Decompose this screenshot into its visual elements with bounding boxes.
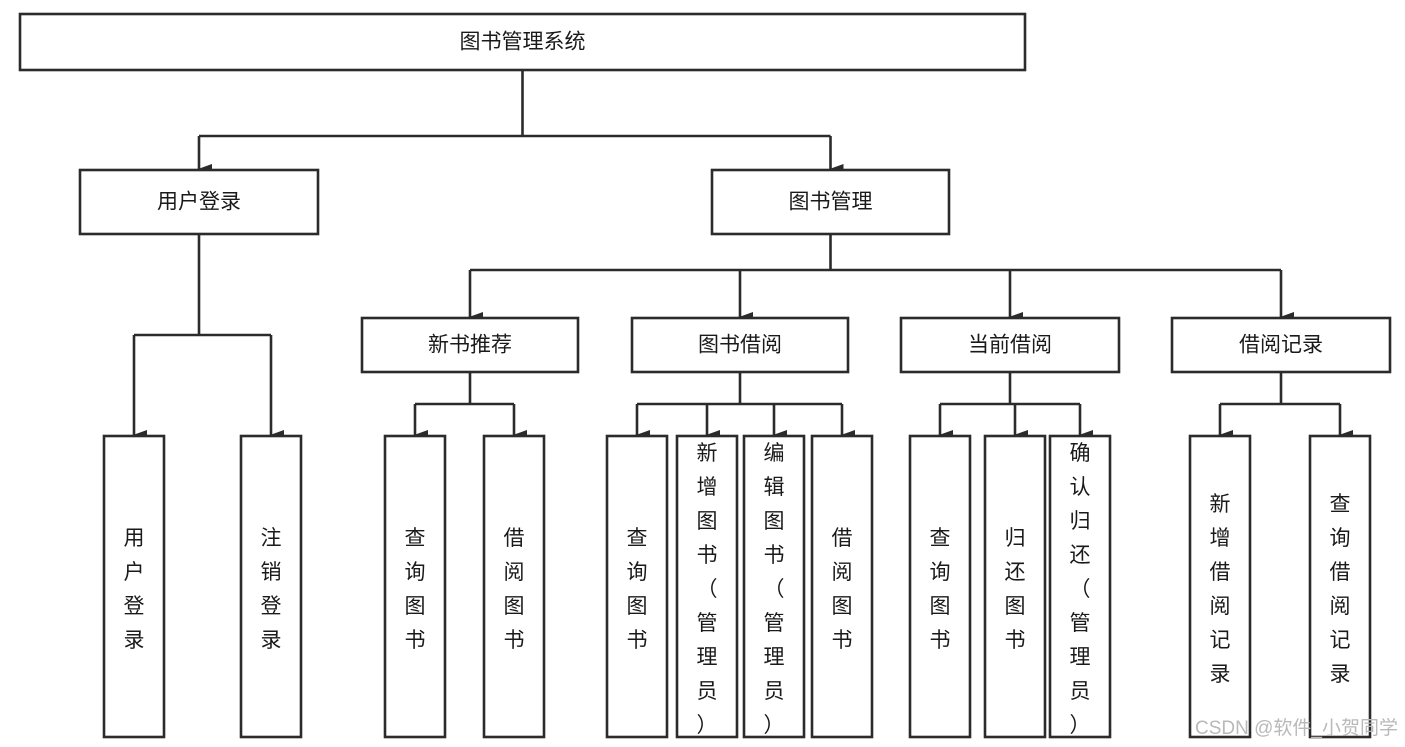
node-label: 确认归还（管理员） (1070, 442, 1091, 737)
node-bookmgmt[interactable]: 图书管理 (710, 168, 951, 236)
node-box[interactable] (899, 316, 1121, 374)
node-box[interactable] (1170, 316, 1392, 374)
node-record[interactable]: 借阅记录 (1170, 316, 1392, 374)
node-label: 借阅图书 (832, 527, 853, 652)
node-leaf-edit-book[interactable]: 编辑图书（管理员） (742, 434, 806, 739)
node-box[interactable] (102, 434, 166, 739)
node-label: 查询图书 (405, 527, 426, 652)
node-label: 注销登录 (261, 527, 282, 652)
node-box[interactable] (742, 434, 806, 739)
node-leaf-user-logout[interactable]: 注销登录 (239, 434, 303, 739)
node-label: 归还图书 (1005, 527, 1026, 652)
node-box[interactable] (1308, 434, 1372, 739)
node-box[interactable] (482, 434, 546, 739)
node-label: 借阅记录 (1239, 334, 1323, 357)
node-box[interactable] (710, 168, 951, 236)
node-label: 新增借阅记录 (1210, 493, 1231, 686)
node-leaf-query-record[interactable]: 查询借阅记录 (1308, 434, 1372, 739)
node-label: 当前借阅 (968, 334, 1052, 357)
node-current[interactable]: 当前借阅 (899, 316, 1121, 374)
node-leaf-borrow-book-1[interactable]: 借阅图书 (482, 434, 546, 739)
node-leaf-query-book-1[interactable]: 查询图书 (383, 434, 447, 739)
node-box[interactable] (1048, 434, 1112, 739)
node-label: 新增图书（管理员） (697, 442, 718, 737)
node-label: 用户登录 (157, 191, 241, 214)
connector-layer (132, 70, 1353, 440)
csdn-watermark: CSDN @软件_小贺同学 (1195, 717, 1398, 739)
node-leaf-user-login[interactable]: 用户登录 (102, 434, 166, 739)
node-label: 编辑图书（管理员） (764, 442, 785, 737)
node-leaf-add-record[interactable]: 新增借阅记录 (1188, 434, 1252, 739)
node-box[interactable] (78, 168, 320, 236)
node-label: 查询借阅记录 (1330, 493, 1351, 686)
node-label: 新书推荐 (428, 334, 512, 357)
node-label: 借阅图书 (504, 527, 525, 652)
node-root[interactable]: 图书管理系统 (18, 12, 1027, 72)
node-leaf-query-book-3[interactable]: 查询图书 (908, 434, 972, 739)
node-leaf-return-book[interactable]: 归还图书 (983, 434, 1047, 739)
node-label: 图书借阅 (698, 334, 782, 357)
node-label: 用户登录 (124, 527, 145, 652)
node-leaf-add-book[interactable]: 新增图书（管理员） (675, 434, 739, 739)
node-box[interactable] (908, 434, 972, 739)
node-box[interactable] (675, 434, 739, 739)
node-label: 图书管理系统 (460, 31, 586, 54)
node-label: 图书管理 (789, 191, 873, 214)
node-layer: 图书管理系统用户登录图书管理新书推荐图书借阅当前借阅借阅记录用户登录注销登录查询… (18, 12, 1392, 739)
node-leaf-query-book-2[interactable]: 查询图书 (605, 434, 669, 739)
node-box[interactable] (18, 12, 1027, 72)
node-label: 查询图书 (627, 527, 648, 652)
node-box[interactable] (239, 434, 303, 739)
node-leaf-borrow-book-2[interactable]: 借阅图书 (810, 434, 874, 739)
node-borrow[interactable]: 图书借阅 (630, 316, 850, 374)
node-box[interactable] (1188, 434, 1252, 739)
node-newbook[interactable]: 新书推荐 (360, 316, 580, 374)
node-box[interactable] (605, 434, 669, 739)
node-label: 查询图书 (930, 527, 951, 652)
node-login[interactable]: 用户登录 (78, 168, 320, 236)
node-box[interactable] (630, 316, 850, 374)
node-box[interactable] (810, 434, 874, 739)
node-box[interactable] (383, 434, 447, 739)
node-box[interactable] (360, 316, 580, 374)
node-box[interactable] (983, 434, 1047, 739)
node-leaf-confirm-return[interactable]: 确认归还（管理员） (1048, 434, 1112, 739)
